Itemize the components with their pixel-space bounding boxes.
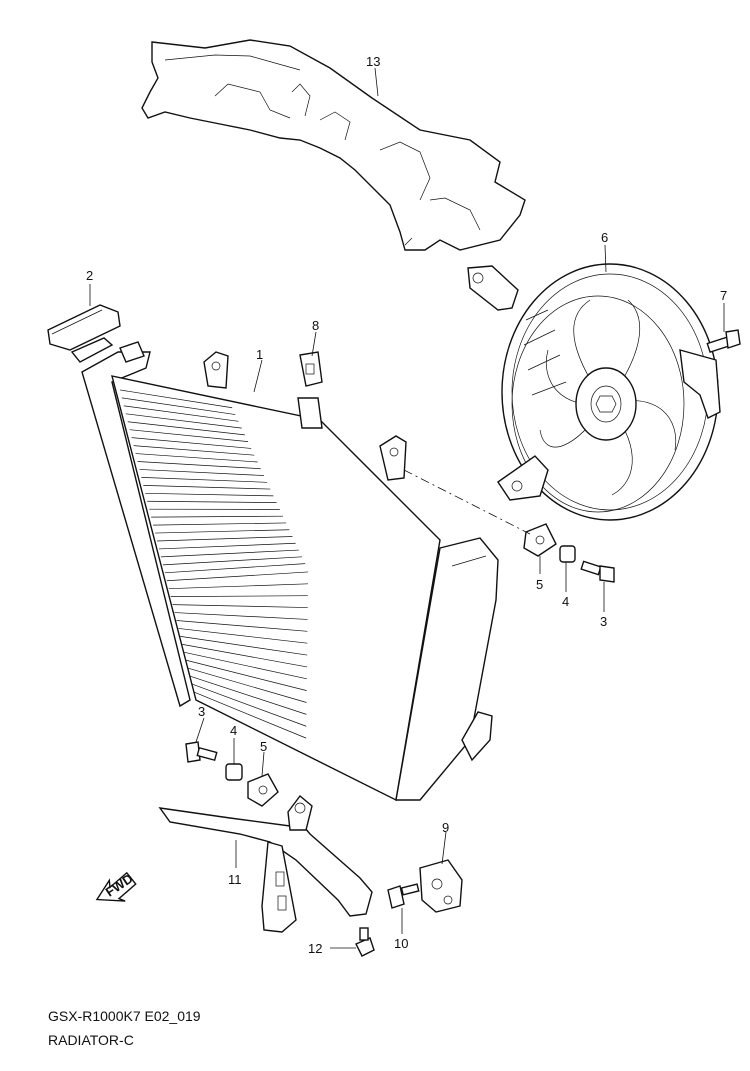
callout-9: 9 bbox=[442, 820, 449, 835]
callout-2: 2 bbox=[86, 268, 93, 283]
radiator-fin bbox=[172, 604, 308, 608]
radiator-fin bbox=[176, 620, 308, 632]
radiator-fin bbox=[141, 477, 268, 483]
radiator-fin bbox=[145, 492, 274, 497]
callout-10: 10 bbox=[394, 936, 408, 951]
radiator-fin bbox=[123, 405, 239, 422]
radiator-fin bbox=[184, 651, 307, 680]
radiator-fin bbox=[170, 595, 308, 598]
radiator-fin bbox=[191, 683, 307, 727]
radiator-fin bbox=[151, 515, 283, 518]
radiator-fin bbox=[164, 563, 306, 574]
radiator-fin bbox=[127, 421, 245, 436]
callout-3-upper: 3 bbox=[600, 614, 607, 629]
radiator-fin bbox=[153, 522, 287, 526]
section-title-caption: RADIATOR-C bbox=[48, 1032, 134, 1048]
callout-4-upper: 4 bbox=[562, 594, 569, 609]
radiator-fin bbox=[143, 485, 271, 490]
radiator-part-1 bbox=[81, 341, 499, 802]
collar-part-4-upper bbox=[559, 545, 576, 563]
radiator-fin bbox=[166, 571, 309, 582]
clip-part-12 bbox=[355, 927, 375, 957]
radiator-fin bbox=[135, 453, 258, 463]
radiator-fin bbox=[162, 556, 303, 566]
model-code-caption: GSX-R1000K7 E02_019 bbox=[48, 1008, 201, 1024]
assembly-line bbox=[403, 469, 531, 535]
radiator-fin bbox=[180, 636, 308, 656]
radiator-fin bbox=[147, 500, 277, 503]
callout-7: 7 bbox=[720, 288, 727, 303]
lower-bracket-part-11 bbox=[158, 794, 373, 933]
bolt-part-3-lower bbox=[185, 741, 218, 763]
callout-12: 12 bbox=[308, 941, 322, 956]
callout-6: 6 bbox=[601, 230, 608, 245]
radiator-fin bbox=[190, 675, 307, 715]
radiator-fin bbox=[182, 644, 308, 668]
clip-nut-part-8 bbox=[299, 351, 323, 387]
callout-labels: 13 6 7 2 8 1 5 4 3 3 4 5 9 11 10 12 bbox=[86, 54, 727, 956]
radiator-fin bbox=[188, 667, 307, 703]
callout-5-upper: 5 bbox=[536, 577, 543, 592]
radiator-fin bbox=[119, 389, 233, 409]
radiator-fin bbox=[168, 583, 309, 590]
radiator-cap-part-2 bbox=[47, 304, 121, 363]
callout-11: 11 bbox=[228, 872, 242, 887]
bolt-part-7 bbox=[706, 329, 741, 354]
radiator-fin bbox=[121, 397, 236, 415]
callout-13: 13 bbox=[366, 54, 380, 69]
collar-part-4-lower bbox=[225, 763, 243, 781]
radiator-fin bbox=[155, 529, 290, 534]
cooling-fan-part-6 bbox=[467, 263, 721, 521]
radiator-fin bbox=[158, 542, 296, 550]
bolt-part-3-upper bbox=[580, 560, 615, 583]
radiator-fin bbox=[137, 461, 261, 470]
radiator-fin bbox=[174, 612, 308, 620]
callout-1: 1 bbox=[256, 347, 263, 362]
callout-5-lower: 5 bbox=[260, 739, 267, 754]
bolt-part-10 bbox=[387, 883, 420, 909]
radiator-fin bbox=[131, 437, 252, 449]
grommet-part-5-lower bbox=[247, 773, 279, 807]
grommet-part-5-upper bbox=[523, 523, 557, 557]
radiator-fin bbox=[133, 445, 255, 456]
radiator-fin bbox=[129, 429, 249, 442]
radiator-fin bbox=[139, 469, 264, 476]
callout-8: 8 bbox=[312, 318, 319, 333]
clip-bracket-part-9 bbox=[419, 859, 463, 913]
radiator-fin bbox=[160, 549, 299, 558]
radiator-fin bbox=[156, 536, 293, 542]
radiator-cover-part-13 bbox=[141, 39, 526, 251]
callout-4-lower: 4 bbox=[230, 723, 237, 738]
radiator-fin bbox=[125, 413, 242, 429]
radiator-fin bbox=[186, 659, 307, 691]
leader-lines bbox=[89, 67, 725, 949]
callout-3-lower: 3 bbox=[198, 704, 205, 719]
radiator-fin bbox=[178, 628, 308, 644]
fwd-arrow-icon: FWD bbox=[95, 871, 137, 902]
radiator-fin bbox=[193, 691, 307, 739]
